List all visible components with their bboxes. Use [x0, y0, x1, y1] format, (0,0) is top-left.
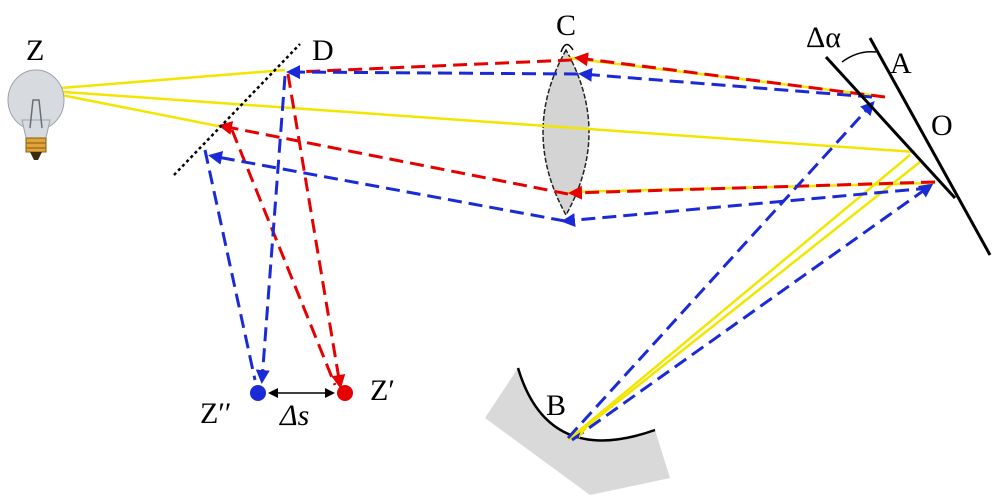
mirror-position-tilted: [868, 37, 992, 256]
mirror-b-surface: [516, 367, 656, 442]
label-d: D: [312, 34, 334, 67]
red-ray-o-to-lens: [568, 180, 936, 200]
red-ray-a-to-c: [574, 52, 886, 99]
image-point-z2: [250, 385, 266, 401]
blue-ray-b-to-a: [566, 101, 875, 440]
yellow-arrowheads: [578, 424, 590, 440]
mirror-position-initial: [824, 55, 957, 200]
ray-z-to-d-upper: [35, 68, 286, 92]
bulb-filament: [29, 99, 43, 129]
ray-z-to-d-lower: [35, 88, 229, 130]
red-rays: [218, 52, 936, 389]
blue-ray-d-to-z2-a: [255, 75, 287, 384]
concave-mirror-b: [485, 367, 670, 495]
red-ray-lens-to-d: [218, 121, 569, 196]
label-z: Z: [26, 34, 44, 67]
ray-c-to-a: [567, 56, 881, 98]
label-o: O: [931, 109, 953, 142]
lens-body: [542, 48, 590, 217]
blue-ray-a-to-c: [578, 67, 873, 99]
ray-o-to-b-left: [567, 154, 911, 441]
label-c: C: [556, 9, 576, 42]
ray-z-to-o: [35, 88, 916, 154]
bulb-base: [25, 137, 47, 153]
label-z-double-prime: Z′′: [200, 397, 231, 430]
yellow-arrow-1: [578, 424, 590, 440]
beam-splitter-d: [173, 43, 301, 176]
red-ray-d-to-z1-b: [230, 129, 337, 386]
lens-top-arc-icon: [560, 43, 574, 53]
red-ray-d-to-z1-a: [286, 73, 346, 389]
blue-ray-o-to-lens: [561, 186, 931, 228]
bulb-neck: [21, 119, 51, 139]
label-z-prime: Z′: [370, 374, 395, 407]
blue-ray-d-to-z2-b: [203, 149, 257, 381]
ray-o-to-b-right: [571, 161, 921, 439]
blue-ray-b-to-o: [571, 183, 934, 442]
blue-ray-c-to-d: [286, 65, 579, 80]
blue-rays: [203, 65, 934, 442]
tilting-mirror-o: [824, 37, 992, 256]
blue-ray-lens-to-d: [208, 150, 566, 223]
bulb-tip: [30, 152, 42, 160]
red-ray-c-to-d: [295, 58, 573, 74]
label-b: B: [546, 389, 566, 422]
angle-arc-icon: [841, 50, 877, 63]
light-bulb-icon: [7, 69, 65, 160]
image-point-z1: [337, 385, 353, 401]
label-delta-s: Δs: [279, 399, 309, 432]
lens-c: [542, 43, 590, 217]
label-delta-alpha: Δα: [806, 21, 841, 54]
label-a: A: [890, 47, 912, 80]
yellow-rays: [35, 56, 936, 441]
